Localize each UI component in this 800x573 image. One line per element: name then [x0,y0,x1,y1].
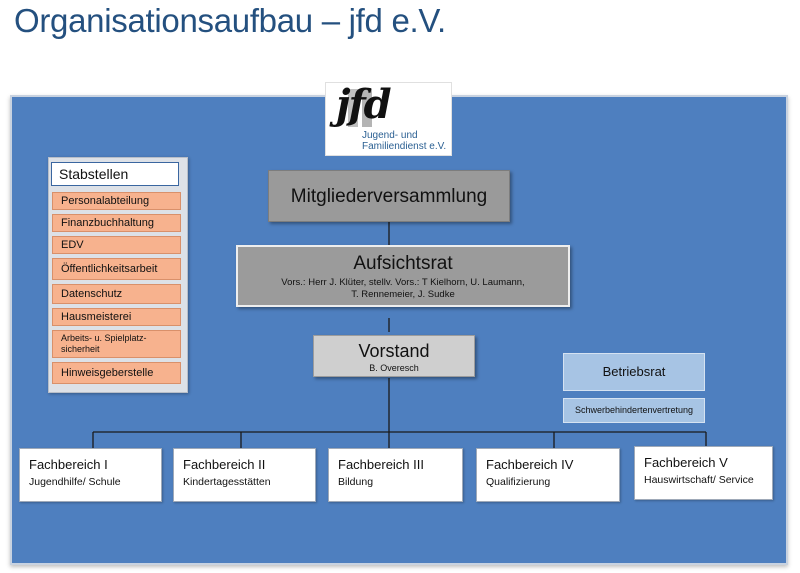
fachbereich-4-box: Fachbereich IV Qualifizierung [476,448,620,502]
vorstand-name: B. Overesch [369,363,419,373]
fachbereich-5-subtitle: Hauswirtschaft/ Service [644,474,754,486]
fachbereich-1-title: Fachbereich I [29,457,108,472]
fachbereich-5-box: Fachbereich V Hauswirtschaft/ Service [634,446,773,500]
page-title: Organisationsaufbau – jfd e.V. [14,2,446,39]
stab-item-hinweisgeberstelle: Hinweisgeberstelle [52,362,181,384]
vorstand-box: Vorstand B. Overesch [313,335,475,377]
stab-item-oeffentlichkeitsarbeit: Öffentlichkeitsarbeit [52,258,181,280]
stab-item-datenschutz: Datenschutz [52,284,181,304]
jfd-logo: jfd Jugend- und Familiendienst e.V. [325,81,452,156]
stab-item-hausmeisterei: Hausmeisterei [52,308,181,326]
aufsichtsrat-label: Aufsichtsrat [353,253,453,274]
fachbereich-3-subtitle: Bildung [338,476,374,488]
fachbereich-1-box: Fachbereich I Jugendhilfe/ Schule [19,448,162,502]
stab-item-personalabteilung: Personalabteilung [52,192,181,210]
logo-mark: jfd [336,81,392,128]
fachbereich-2-subtitle: Kindertagesstätten [183,476,271,488]
fachbereich-5-title: Fachbereich V [644,455,728,470]
stab-item-spielplatzsicherheit: Arbeits- u. Spielplatz- sicherheit [52,330,181,358]
stab-item-edv: EDV [52,236,181,254]
fachbereich-3-box: Fachbereich III Bildung [328,448,463,502]
aufsichtsrat-members: Vors.: Herr J. Klüter, stellv. Vors.: T … [281,277,525,300]
fachbereich-4-title: Fachbereich IV [486,457,574,472]
logo-bars [348,89,378,127]
stab-item-finanzbuchhaltung: Finanzbuchhaltung [52,214,181,232]
fachbereich-2-box: Fachbereich II Kindertagesstätten [173,448,316,502]
fachbereich-4-subtitle: Qualifizierung [486,476,551,488]
logo-subtitle: Jugend- und Familiendienst e.V. [362,130,447,152]
fachbereich-3-title: Fachbereich III [338,457,424,472]
stabstellen-header: Stabstellen [51,162,179,186]
schwerbehindertenvertretung-box: Schwerbehindertenvertretung [563,398,705,423]
mitgliederversammlung-label: Mitgliederversammlung [290,186,488,207]
aufsichtsrat-box: Aufsichtsrat Vors.: Herr J. Klüter, stel… [236,245,570,307]
fachbereich-1-subtitle: Jugendhilfe/ Schule [29,476,121,488]
fachbereich-2-title: Fachbereich II [183,457,266,472]
betriebsrat-box: Betriebsrat [563,353,705,391]
mitgliederversammlung-box: Mitgliederversammlung [268,170,510,222]
vorstand-label: Vorstand [358,341,430,361]
